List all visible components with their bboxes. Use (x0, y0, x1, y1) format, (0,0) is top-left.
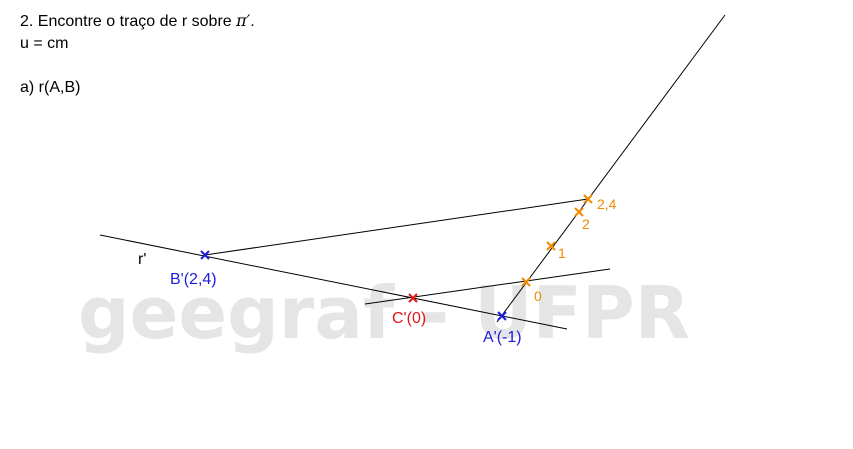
line-b-to-24 (204, 198, 589, 256)
marker-scale-1 (546, 241, 556, 251)
label-r-prime: r' (138, 251, 146, 268)
problem-statement: 2. Encontre o traço de r sobre π′. u = c… (20, 10, 255, 99)
marker-b-prime (200, 250, 210, 260)
pi-prime-symbol: π′ (236, 11, 251, 30)
marker-scale-24 (583, 194, 593, 204)
marker-c-prime (408, 293, 418, 303)
label-scale-0: 0 (534, 288, 542, 304)
scale-line (496, 14, 726, 323)
item-a: a) r(A,B) (20, 79, 81, 96)
marker-scale-2 (574, 207, 584, 217)
label-c-prime: C'(0) (392, 310, 426, 327)
marker-a-prime (497, 311, 507, 321)
problem-title: 2. Encontre o traço de r sobre π′. (20, 11, 255, 30)
label-scale-1: 1 (558, 245, 566, 261)
unit-line: u = cm (20, 35, 69, 52)
label-scale-2: 2 (582, 216, 590, 232)
watermark: geegraf - UFPR (78, 271, 690, 355)
label-b-prime: B'(2,4) (170, 271, 217, 288)
line-r-prime (99, 234, 568, 330)
label-scale-24: 2,4 (597, 196, 617, 212)
line-c-to-0 (364, 268, 611, 305)
marker-scale-0 (521, 277, 531, 287)
label-a-prime: A'(-1) (483, 329, 522, 346)
